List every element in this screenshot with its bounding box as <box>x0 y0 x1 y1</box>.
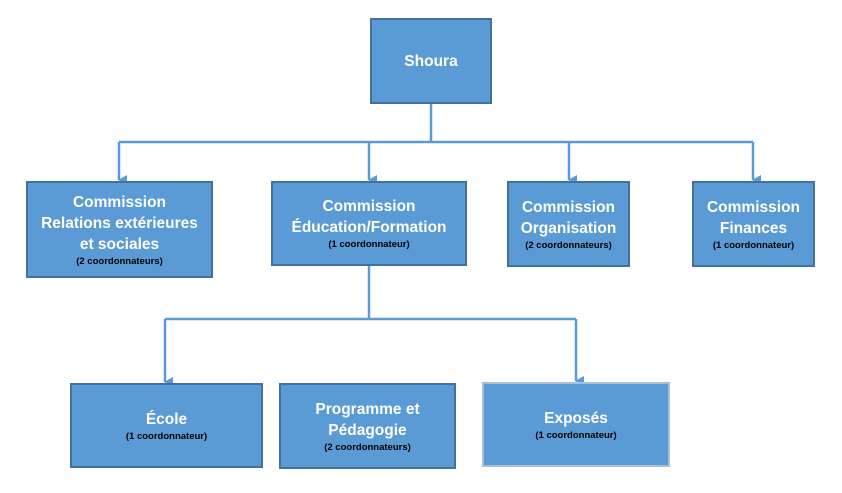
node-title: Commission Éducation/Formation <box>291 198 447 236</box>
node-subtitle: (1 coordonnateur) <box>535 429 617 441</box>
node-title: Shoura <box>404 52 458 70</box>
node-commission-finances: Commission Finances (1 coordonnateur) <box>692 181 815 267</box>
node-ecole: École (1 coordonnateur) <box>70 383 263 468</box>
node-subtitle: (2 coordonnateurs) <box>76 255 163 267</box>
node-programme-pedagogie: Programme et Pédagogie (2 coordonnateurs… <box>279 383 456 469</box>
node-shoura: Shoura <box>370 18 492 104</box>
node-title: Exposés <box>544 409 608 427</box>
node-subtitle: (2 coordonnateurs) <box>324 441 411 453</box>
node-title: Commission Relations extérieures et soci… <box>41 193 198 253</box>
node-commission-relations: Commission Relations extérieures et soci… <box>26 181 213 278</box>
node-subtitle: (1 coordonnateur) <box>328 239 410 250</box>
node-subtitle: (1 coordonnateur) <box>125 430 208 442</box>
node-title: École <box>145 410 188 428</box>
node-title: Commission Organisation <box>520 198 617 237</box>
node-exposes: Exposés (1 coordonnateur) <box>482 382 670 467</box>
node-subtitle: (2 coordonnateurs) <box>525 239 612 251</box>
node-commission-organisation: Commission Organisation (2 coordonnateur… <box>507 181 630 267</box>
node-title: Programme et Pédagogie <box>315 400 420 439</box>
node-commission-education: Commission Éducation/Formation (1 coordo… <box>271 181 467 266</box>
node-title: Commission Finances <box>706 198 800 237</box>
node-subtitle: (1 coordonnateur) <box>712 239 795 251</box>
